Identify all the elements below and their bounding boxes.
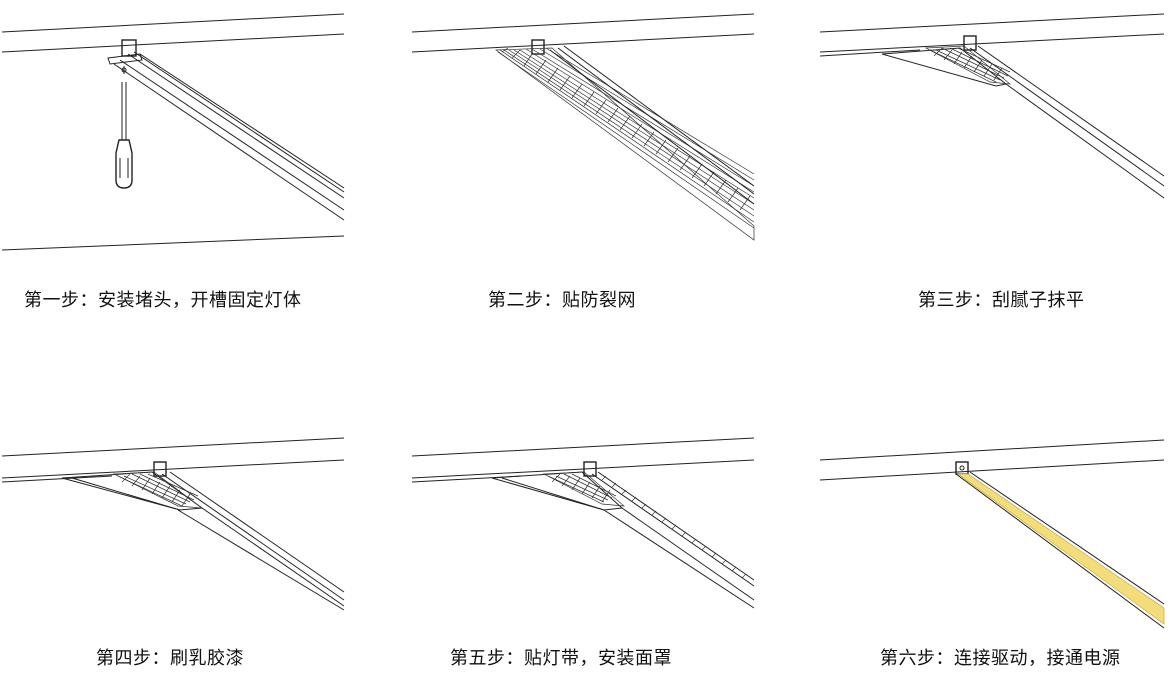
step-4-drawing [2,437,345,611]
led-light-strip [956,473,1165,625]
step-6-illustration [820,430,1170,690]
step-1-caption: 第一步：安装堵头，开槽固定灯体 [24,290,302,311]
step-1-drawing [2,13,345,251]
end-cap-icon [531,39,545,55]
screwdriver-icon [115,82,133,189]
step-3-caption: 第三步：刮腻子抹平 [918,290,1085,311]
paint-mesh [112,471,204,509]
end-cap-icon [153,461,167,477]
anti-crack-mesh [494,47,755,241]
step-5-illustration [412,430,762,690]
step-1-illustration [2,8,352,268]
step-2-caption: 第二步：贴防裂网 [488,290,636,311]
end-cap-icon [121,39,137,57]
step-2-illustration [412,8,762,268]
step-6-drawing [820,439,1165,629]
step-5-caption: 第五步：贴灯带，安装面罩 [450,648,672,669]
led-strip [591,471,755,587]
step-3-drawing [820,13,1165,199]
step-2-drawing [412,13,755,241]
end-cap-icon [963,35,977,51]
end-cap-icon [583,461,597,477]
step-4-caption: 第四步：刷乳胶漆 [96,648,244,669]
led-strip-mesh [542,471,626,507]
putty-mesh [924,45,1012,85]
step-3-illustration [820,8,1170,268]
step-5-drawing [412,437,755,609]
step-6-caption: 第六步：连接驱动，接通电源 [880,648,1121,669]
step-4-illustration [2,430,352,690]
